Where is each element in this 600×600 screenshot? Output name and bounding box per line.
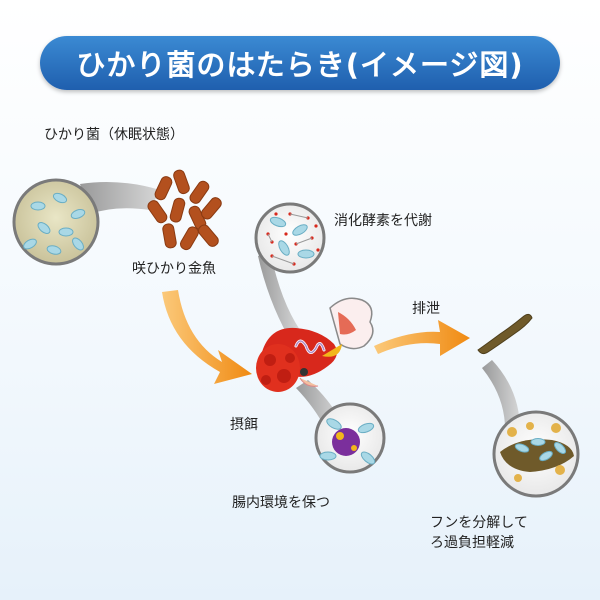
label-dormant-bacteria: ひかり菌（休眠状態） — [44, 127, 184, 143]
feed-pellets — [147, 169, 222, 251]
dormant-bacteria-circle — [12, 178, 100, 266]
label-waste-line2: ろ過負担軽減 — [430, 535, 514, 551]
page-title: ひかり菌のはたらき(イメージ図) — [76, 48, 524, 82]
label-feed: 咲ひかり金魚 — [132, 261, 216, 277]
label-ingestion: 摂餌 — [230, 417, 258, 433]
beam-waste — [482, 360, 520, 432]
waste-decomposition-circle — [492, 410, 580, 498]
beam-enzyme — [258, 250, 300, 336]
label-gut-environment: 腸内環境を保つ — [232, 495, 330, 511]
beam-dormant — [80, 182, 160, 214]
feces — [477, 313, 533, 355]
label-excretion: 排泄 — [412, 301, 440, 317]
arrow-to-fish — [162, 290, 252, 384]
arrow-to-excretion — [374, 320, 470, 356]
goldfish — [256, 297, 374, 392]
label-enzyme: 消化酵素を代謝 — [334, 213, 432, 229]
enzyme-circle — [254, 202, 326, 274]
title-banner: ひかり菌のはたらき(イメージ図) — [40, 36, 560, 90]
label-waste-line1: フンを分解して — [430, 515, 528, 531]
gut-environment-circle — [314, 402, 386, 474]
